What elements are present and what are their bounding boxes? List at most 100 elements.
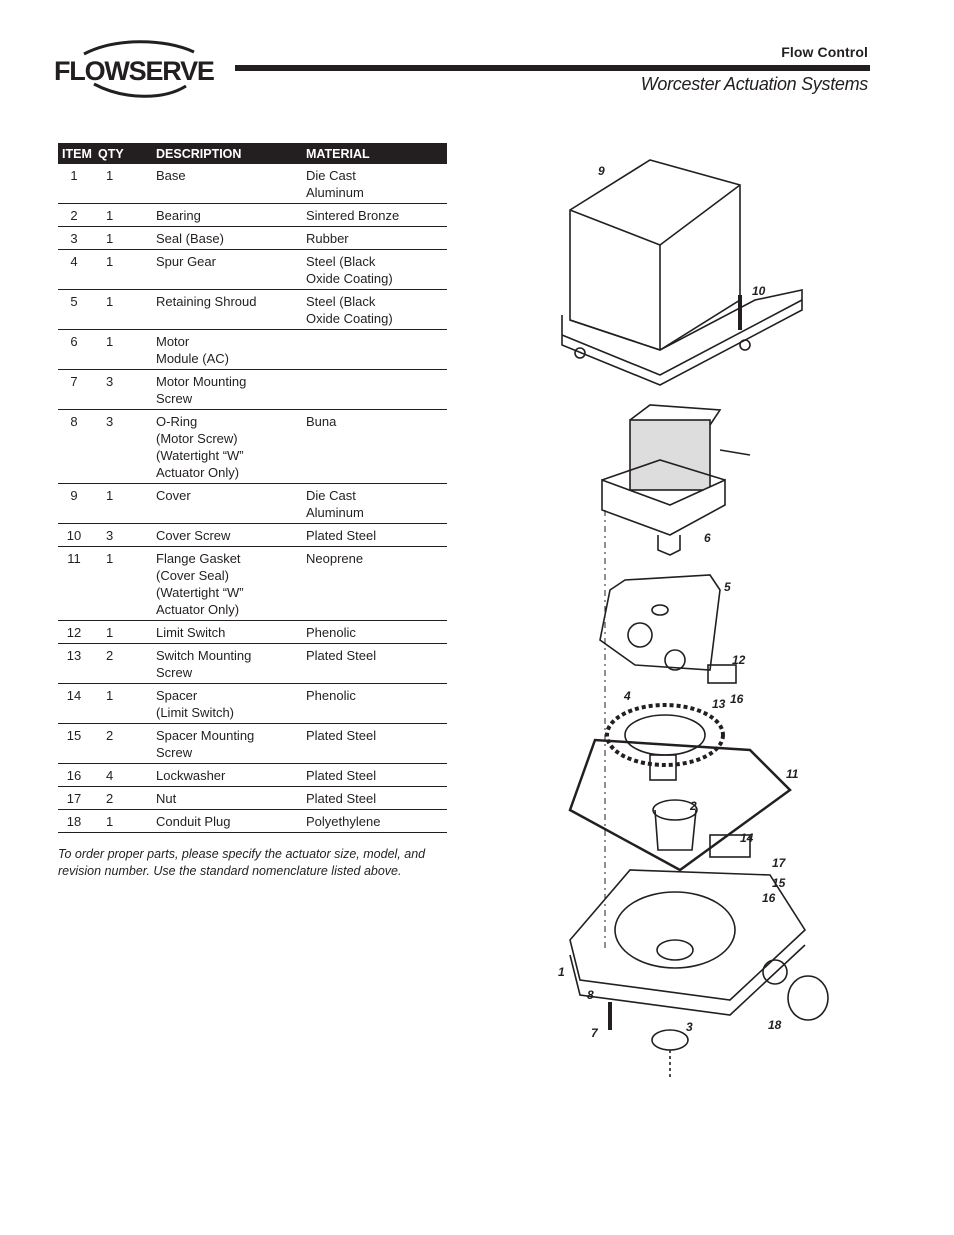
cell-description-line: Retaining Shroud bbox=[156, 294, 257, 309]
cell-qty: 1 bbox=[98, 546, 156, 621]
cell-description-line: Motor bbox=[156, 334, 190, 349]
cell-description-line: Module (AC) bbox=[156, 351, 229, 366]
cell-material-line: Aluminum bbox=[306, 505, 364, 520]
cell-description-line: Switch Mounting bbox=[156, 648, 252, 663]
cell-description-line: Spacer Mounting bbox=[156, 728, 255, 743]
callout-label: 15 bbox=[772, 876, 786, 890]
cell-description-line: Nut bbox=[156, 791, 177, 806]
bearing-part bbox=[652, 799, 698, 851]
cell-description-line: Seal (Base) bbox=[156, 231, 224, 246]
callout-label: 11 bbox=[786, 767, 799, 781]
cell-material: Rubber bbox=[306, 226, 447, 250]
cell-qty: 1 bbox=[98, 809, 156, 833]
cell-material bbox=[306, 329, 447, 370]
cell-material-line: Die Cast bbox=[306, 168, 356, 183]
cell-qty: 1 bbox=[98, 289, 156, 330]
cell-item: 2 bbox=[58, 203, 98, 227]
cell-item: 6 bbox=[58, 329, 98, 370]
cell-material-line: Oxide Coating) bbox=[306, 311, 393, 326]
logo-wordmark: FLOWSERVE bbox=[54, 56, 215, 86]
cell-description-line: (Motor Screw) bbox=[156, 431, 238, 446]
callout-label: 14 bbox=[740, 831, 754, 845]
cell-item: 17 bbox=[58, 786, 98, 810]
cell-qty: 2 bbox=[98, 786, 156, 810]
cell-description: Conduit Plug bbox=[156, 809, 306, 833]
cell-qty: 1 bbox=[98, 226, 156, 250]
cell-item: 7 bbox=[58, 369, 98, 410]
cell-description: Cover bbox=[156, 483, 306, 524]
cell-description-line: Actuator Only) bbox=[156, 465, 240, 480]
base-part bbox=[569, 869, 807, 1016]
header-rule bbox=[235, 65, 870, 71]
cell-qty: 1 bbox=[98, 620, 156, 644]
callout-label: 4 bbox=[623, 689, 631, 703]
cell-description-line: Screw bbox=[156, 745, 193, 760]
retaining-shroud-part bbox=[599, 574, 721, 671]
flowserve-logo: FLOWSERVE bbox=[54, 38, 215, 98]
cell-material: Phenolic bbox=[306, 683, 447, 724]
cell-description-line: Screw bbox=[156, 665, 193, 680]
header-subtitle: Worcester Actuation Systems bbox=[640, 74, 869, 94]
cell-description-line: (Watertight “W” bbox=[156, 448, 244, 463]
cell-description: Nut bbox=[156, 786, 306, 810]
cell-material: Phenolic bbox=[306, 620, 447, 644]
cell-material: Plated Steel bbox=[306, 723, 447, 764]
callout-label: 1 bbox=[558, 965, 565, 979]
cell-material-line: Plated Steel bbox=[306, 768, 377, 783]
cell-description: Limit Switch bbox=[156, 620, 306, 644]
cell-material-line: Neoprene bbox=[306, 551, 364, 566]
cell-material-line: Rubber bbox=[306, 231, 349, 246]
table-header-row: ITEM QTY DESCRIPTION MATERIAL bbox=[58, 143, 447, 164]
callout-label: 18 bbox=[768, 1018, 782, 1032]
callout-label: 10 bbox=[752, 284, 766, 298]
cell-qty: 3 bbox=[98, 409, 156, 484]
cell-qty: 4 bbox=[98, 763, 156, 787]
cell-qty: 1 bbox=[98, 249, 156, 290]
cell-material: Plated Steel bbox=[306, 523, 447, 547]
cell-description-line: Bearing bbox=[156, 208, 201, 223]
cell-item: 8 bbox=[58, 409, 98, 484]
cell-description: Base bbox=[156, 164, 306, 204]
cell-material-line: Phenolic bbox=[306, 688, 356, 703]
callout-label: 2 bbox=[689, 799, 697, 813]
cell-material: Plated Steel bbox=[306, 643, 447, 684]
cell-description-line: (Cover Seal) bbox=[156, 568, 229, 583]
cell-description: Retaining Shroud bbox=[156, 289, 306, 330]
header-title: Flow Control bbox=[781, 44, 868, 60]
callout-label: 3 bbox=[686, 1020, 693, 1034]
cell-material-line: Steel (Black bbox=[306, 294, 376, 309]
cell-item: 13 bbox=[58, 643, 98, 684]
col-header-qty: QTY bbox=[98, 143, 156, 164]
cell-description-line: Cover bbox=[156, 488, 191, 503]
cell-material: Plated Steel bbox=[306, 763, 447, 787]
callout-label: 5 bbox=[724, 580, 731, 594]
cell-qty: 1 bbox=[98, 203, 156, 227]
spacer-part bbox=[709, 834, 751, 858]
cell-qty: 1 bbox=[98, 329, 156, 370]
cell-description: Flange Gasket(Cover Seal)(Watertight “W”… bbox=[156, 546, 306, 621]
cell-item: 18 bbox=[58, 809, 98, 833]
cell-description-line: Cover Screw bbox=[156, 528, 231, 543]
callout-label: 8 bbox=[587, 988, 594, 1002]
cell-item: 5 bbox=[58, 289, 98, 330]
cell-description-line: Actuator Only) bbox=[156, 602, 240, 617]
cell-description-line: Spacer bbox=[156, 688, 198, 703]
col-header-material: MATERIAL bbox=[306, 143, 447, 164]
cell-material bbox=[306, 369, 447, 410]
cell-material-line: Plated Steel bbox=[306, 791, 377, 806]
